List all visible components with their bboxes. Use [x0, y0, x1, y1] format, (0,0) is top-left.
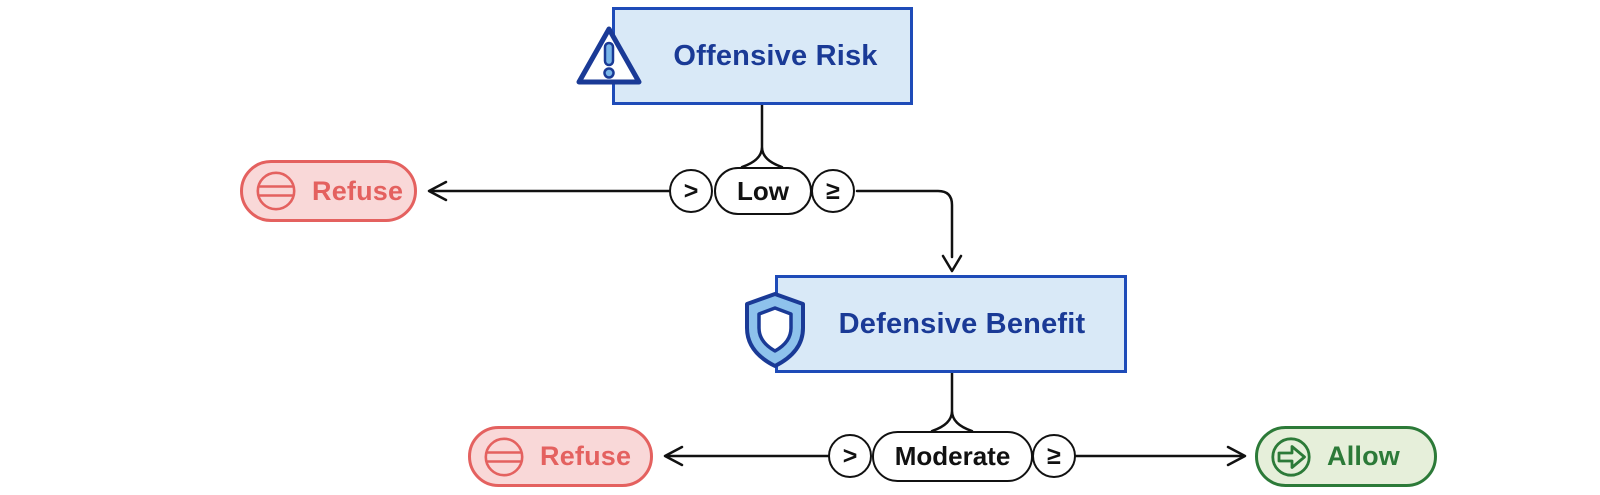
- edge-low-to-defensive-arrowhead: [941, 254, 963, 273]
- shield-icon: [745, 292, 805, 368]
- edge-defensive-to-moderate: [930, 371, 974, 433]
- edge-moderate-to-allow-arrowhead: [1226, 445, 1247, 467]
- node-low-threshold: Low: [714, 167, 812, 215]
- node-defensive-benefit: Defensive Benefit: [775, 275, 1127, 373]
- edge-moderate-to-refuse-arrowhead: [663, 445, 684, 467]
- node-allow: Allow: [1255, 426, 1437, 487]
- node-refuse-top: Refuse: [240, 160, 417, 222]
- refuse-label: Refuse: [312, 175, 404, 206]
- node-offensive-risk: Offensive Risk: [612, 7, 913, 105]
- edge-offensive-to-low: [740, 103, 784, 169]
- operator-greater-equal-moderate: ≥: [1032, 434, 1076, 478]
- operator-greater-than-moderate: >: [828, 434, 872, 478]
- allow-label: Allow: [1327, 441, 1400, 471]
- refuse-label: Refuse: [540, 441, 632, 471]
- edge-low-to-refuse-arrowhead: [427, 180, 448, 202]
- arrow-right-circle-icon: [1271, 436, 1311, 477]
- node-refuse-bottom: Refuse: [468, 426, 653, 487]
- offensive-risk-label: Offensive Risk: [673, 39, 878, 72]
- defensive-benefit-label: Defensive Benefit: [838, 307, 1086, 340]
- no-entry-icon: [484, 436, 524, 477]
- node-moderate-threshold: Moderate: [872, 431, 1033, 482]
- operator-greater-equal-low: ≥: [811, 169, 855, 213]
- no-entry-icon: [256, 171, 296, 211]
- edge-low-to-defensive-line: [855, 189, 954, 259]
- operator-greater-than-low: >: [669, 169, 713, 213]
- warning-triangle-icon: [576, 26, 642, 85]
